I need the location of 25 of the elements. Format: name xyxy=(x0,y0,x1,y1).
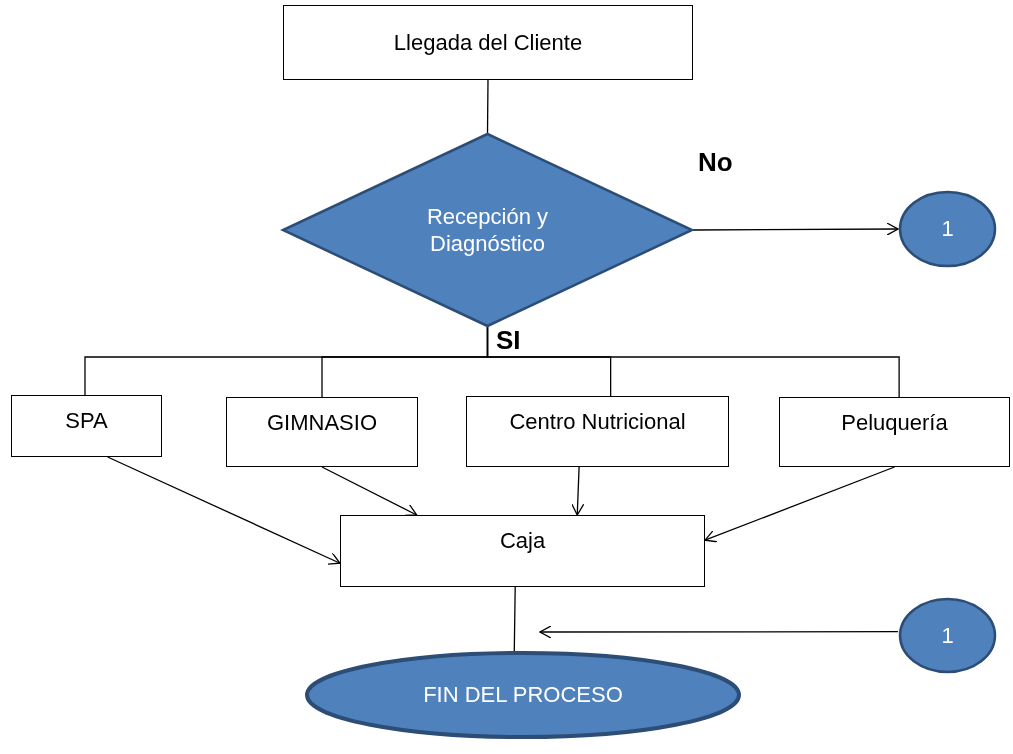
connector-line xyxy=(513,586,516,652)
process-box xyxy=(466,396,729,467)
process-box xyxy=(779,397,1010,467)
node-label: 1 xyxy=(941,622,954,649)
arrow xyxy=(321,466,418,517)
node-label: FIN DEL PROCESO xyxy=(423,682,623,708)
arrow xyxy=(539,625,899,639)
node-label: 1 xyxy=(941,216,954,242)
node-label: Centro Nutricional xyxy=(509,409,686,435)
arrow xyxy=(107,456,341,565)
arrow xyxy=(571,466,585,516)
connector-line xyxy=(486,79,489,134)
node-label: SPA xyxy=(65,408,108,434)
arrow xyxy=(704,466,896,543)
node-label: Caja xyxy=(499,528,546,554)
node-label: GIMNASIO xyxy=(267,410,377,436)
process-box xyxy=(283,5,693,80)
node-label: Peluquería xyxy=(841,410,948,436)
process-box xyxy=(11,395,162,457)
process-box xyxy=(340,515,705,587)
arrow xyxy=(692,222,899,236)
connector-line xyxy=(486,326,900,398)
node-label: Recepción y Diagnóstico xyxy=(425,202,550,258)
node-label: Llegada del Cliente xyxy=(393,29,583,56)
process-box xyxy=(226,397,418,467)
